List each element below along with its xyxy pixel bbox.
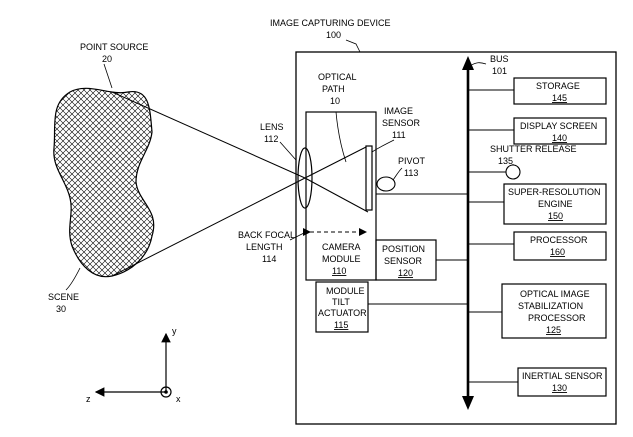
pivot-leader (392, 167, 403, 181)
back-focal-line2: LENGTH (246, 242, 283, 252)
axis-z-label: z (86, 394, 91, 404)
image-sensor-line1: IMAGE (384, 106, 413, 116)
point-source-leader (103, 63, 113, 89)
ray-top (111, 91, 306, 179)
ray-bottom-inner (304, 177, 369, 213)
optical-path-ref: 10 (330, 96, 340, 106)
position-sensor-line1: POSITION (382, 244, 425, 254)
tilt-actuator-line2: TILT (332, 297, 350, 307)
display-screen-box (513, 117, 607, 145)
sr-engine-line2: ENGINE (538, 199, 573, 209)
bus-label: BUS (490, 54, 509, 64)
tilt-actuator-box (315, 281, 369, 333)
axis-x-label: x (176, 394, 181, 404)
shutter-release-label: SHUTTER RELEASE (490, 144, 577, 154)
axis-x-circle (160, 386, 172, 398)
image-sensor-leader (371, 139, 395, 153)
inertial-sensor-label: INERTIAL SENSOR (522, 371, 603, 381)
sr-engine-ref: 150 (548, 211, 563, 221)
storage-box (513, 77, 607, 105)
sr-engine-line1: SUPER-RESOLUTION (508, 187, 601, 197)
scene-leader (65, 267, 81, 291)
camera-module-box (305, 111, 377, 281)
lens-label: LENS (260, 122, 284, 132)
camera-module-line2: MODULE (322, 254, 361, 264)
shutter-release-button (505, 164, 521, 180)
lens-ref: 112 (264, 134, 278, 144)
tilt-actuator-line1: MODULE (326, 286, 365, 296)
image-sensor-line2: SENSOR (382, 118, 421, 128)
image-sensor-shape (365, 145, 373, 211)
scene-shape (53, 87, 155, 278)
device-label: IMAGE CAPTURING DEVICE (270, 18, 391, 28)
bus-leader (469, 62, 487, 67)
back-focal-line1: BACK FOCAL (238, 230, 295, 240)
device-ref: 100 (326, 30, 341, 40)
ray-bottom (111, 177, 306, 277)
sr-engine-box (503, 183, 607, 225)
storage-ref: 145 (552, 93, 567, 103)
axis-x-dot (164, 390, 168, 394)
display-screen-label: DISPLAY SCREEN (520, 121, 597, 131)
ois-ref: 125 (546, 325, 561, 335)
back-focal-leader (289, 231, 307, 241)
camera-module-line1: CAMERA (322, 242, 361, 252)
optical-path-line2: PATH (322, 84, 345, 94)
point-source-label: POINT SOURCE (80, 42, 148, 52)
tilt-actuator-ref: 115 (334, 320, 348, 330)
image-sensor-ref: 111 (392, 130, 406, 140)
axis-y-label: y (172, 326, 177, 336)
point-source-ref: 20 (102, 54, 112, 64)
tilt-actuator-line3: ACTUATOR (318, 308, 367, 318)
device-outline (295, 51, 617, 425)
bus-arrow-top (462, 56, 474, 70)
display-screen-ref: 140 (552, 133, 567, 143)
shutter-release-ref: 135 (498, 156, 513, 166)
processor-label: PROCESSOR (530, 235, 588, 245)
processor-box (513, 231, 607, 261)
back-focal-ref: 114 (262, 254, 276, 264)
bus-arrow-bottom (462, 396, 474, 410)
storage-label: STORAGE (536, 81, 580, 91)
optical-path-line1: OPTICAL (318, 72, 357, 82)
pivot-shape (376, 176, 396, 192)
scene-ref: 30 (56, 304, 66, 314)
ois-line2: STABILIZATION (518, 301, 583, 311)
optical-path-leader (335, 111, 347, 163)
pivot-ref: 113 (404, 168, 418, 178)
processor-ref: 160 (550, 247, 565, 257)
inertial-sensor-box (517, 367, 607, 397)
position-sensor-ref: 120 (398, 268, 413, 278)
position-sensor-line2: SENSOR (384, 256, 423, 266)
ois-line1: OPTICAL IMAGE (520, 289, 590, 299)
ray-top-inner (304, 145, 369, 179)
bus-ref: 101 (492, 66, 507, 76)
pivot-label: PIVOT (398, 156, 426, 166)
device-leader (345, 39, 361, 53)
ois-line3: PROCESSOR (528, 313, 586, 323)
scene-label: SCENE (48, 292, 79, 302)
inertial-sensor-ref: 130 (552, 383, 567, 393)
lens-leader (279, 141, 297, 161)
ois-processor-box (501, 283, 607, 339)
lens-shape (297, 147, 313, 209)
camera-module-ref: 110 (332, 266, 346, 276)
